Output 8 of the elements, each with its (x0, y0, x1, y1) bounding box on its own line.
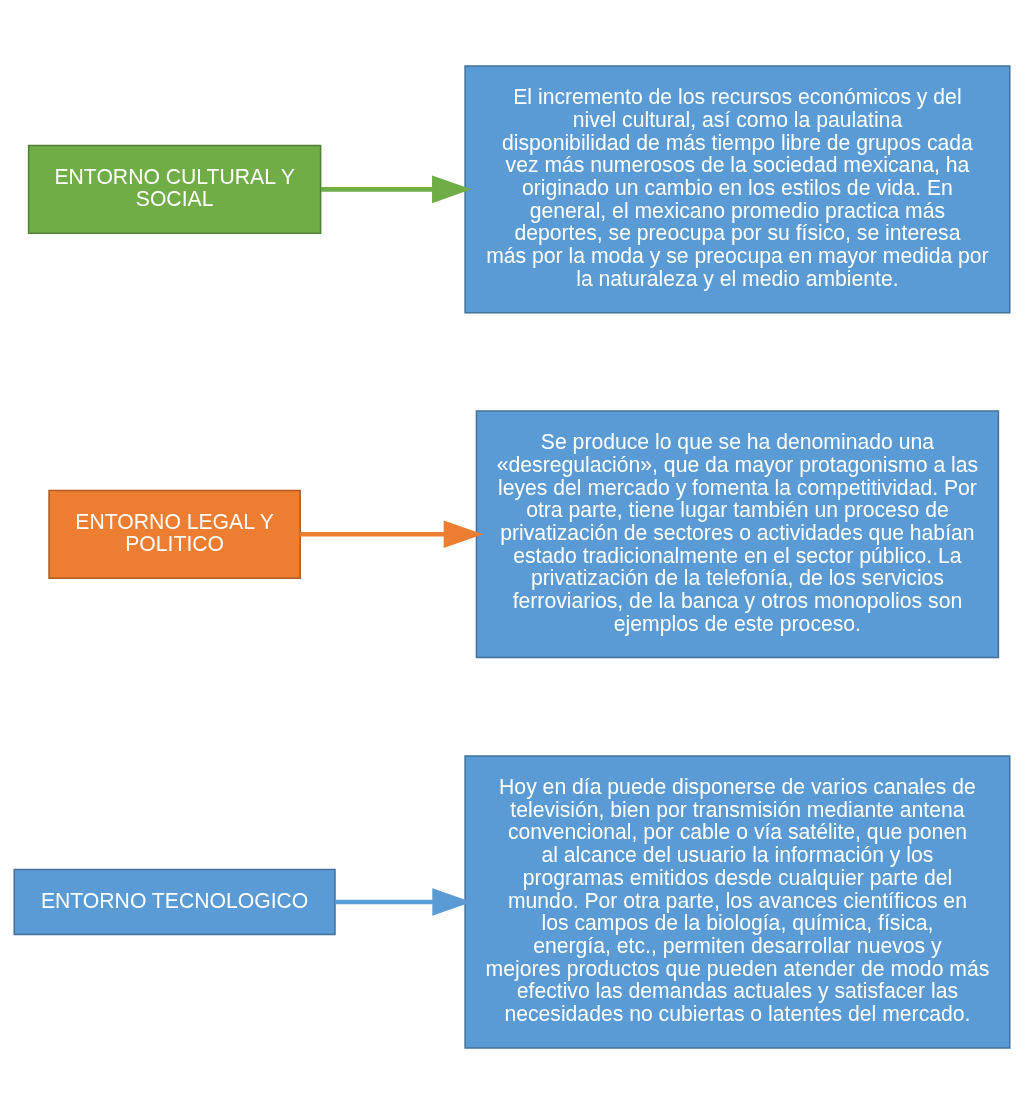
arrow (300, 520, 484, 548)
node-box: El incremento de los recursos económicos y del nivel cultural, así como la paulatina disponibilidad de más tiempo libre de grupos cada vez más numerosos de la sociedad mexicana, ha originado un cambio en los estilos de vida. En general, el mexicano promedio practica más deportes, se preocupa por su físico, se interesa más por la moda y se preocupa en mayor medida por la naturaleza y el medio ambiente. (464, 64, 1011, 313)
node-box: ENTORNO TECNOLOGICO (13, 868, 336, 935)
node-box: ENTORNO CULTURAL Y SOCIAL (27, 144, 322, 234)
node-box: ENTORNO LEGAL Y POLITICO (48, 489, 301, 579)
arrow (321, 175, 472, 203)
node-box: Hoy en día puede disponerse de varios canales de televisión, bien por transmisión mediante antena convencional, por cable o vía satélite, que ponen al alcance del usuario la información y los programas emitidos desde cualquier parte del mundo. Por otra parte, los avances científicos en los campos de la biología, química, física, energía, etc., permiten desarrollar nuevos y mejores productos que pueden atender de modo más efectivo las demandas actuales y satisfacer las necesidades no cubiertas o latentes del mercado. (464, 754, 1011, 1049)
node-box: Se produce lo que se ha denominado una «desregulación», que da mayor protagonismo a las leyes del mercado y fomenta la competitividad. Por otra parte, tiene lugar también un proceso de privatización de sectores o actividades que habían estado tradicionalmente en el sector público. La privatización de la telefonía, de los servicios ferroviarios, de la banca y otros monopolios son ejemplos de este proceso. (475, 409, 1000, 658)
